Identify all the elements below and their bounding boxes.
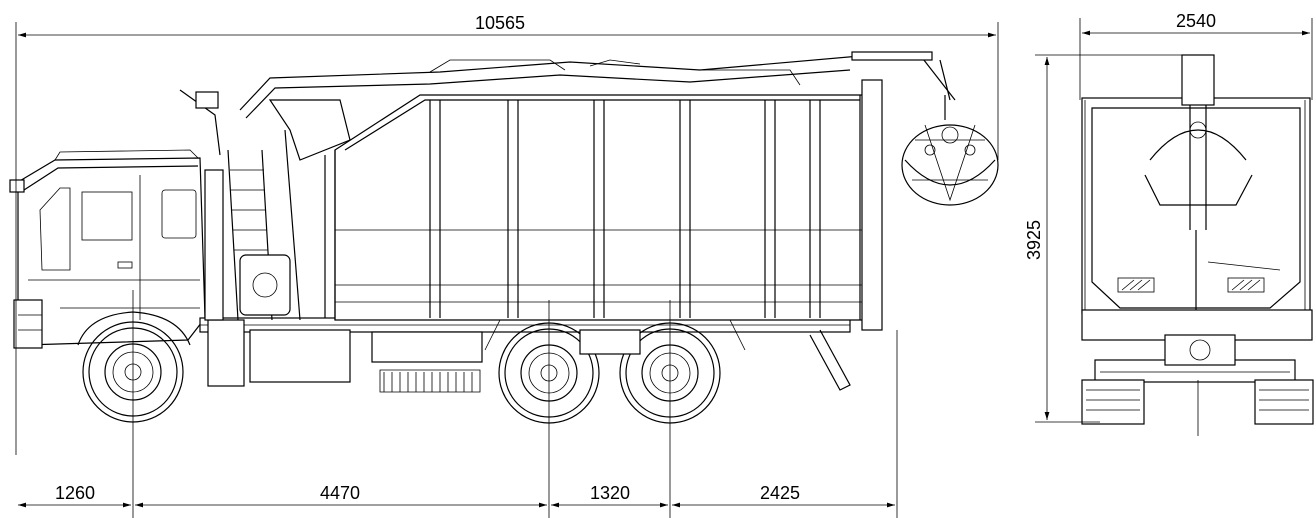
dim-overall-length: 10565 xyxy=(475,13,525,33)
scrap-body xyxy=(324,79,883,331)
dim-front-overhang: 1260 xyxy=(55,483,95,503)
dim-wheelbase-front: 4470 xyxy=(320,483,360,503)
dimension-labels: 10565 1260 4470 1320 2425 2540 3925 xyxy=(55,11,1216,503)
chassis-frame xyxy=(199,299,851,393)
truck-side-view xyxy=(9,51,999,424)
crane-column xyxy=(179,89,301,321)
dimension-lines xyxy=(15,18,1313,518)
dim-overall-height: 3925 xyxy=(1024,220,1044,260)
dim-overall-width: 2540 xyxy=(1176,11,1216,31)
dim-axle-spacing: 1320 xyxy=(590,483,630,503)
dim-rear-overhang: 2425 xyxy=(760,483,800,503)
truck-rear-view xyxy=(1081,54,1314,436)
grapple-claw xyxy=(901,95,999,206)
crane-boom xyxy=(239,51,956,161)
cab xyxy=(9,149,206,349)
